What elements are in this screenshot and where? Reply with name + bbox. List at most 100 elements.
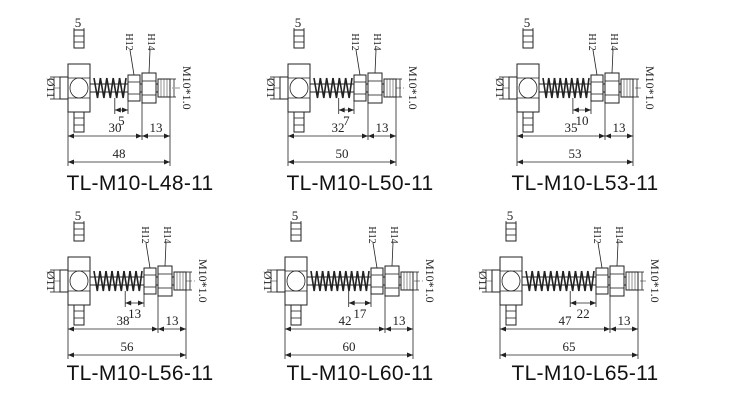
spring-coil xyxy=(338,77,347,99)
spring-coil xyxy=(129,270,137,292)
spring-coil xyxy=(310,270,318,292)
dia-label: Ø11 xyxy=(44,78,58,98)
end-cap xyxy=(279,76,289,100)
total-dim-arrow-left xyxy=(285,352,291,358)
thread-label: M10*1.0 xyxy=(423,259,437,303)
h14-nut xyxy=(609,265,625,297)
end-cap xyxy=(491,269,501,293)
spring-coil xyxy=(547,77,556,99)
model-label-l50: TL-M10-L50-11 xyxy=(286,172,434,195)
total-label: 65 xyxy=(563,339,576,354)
body-dim-arrow-left xyxy=(285,326,291,332)
h14-leader xyxy=(148,49,151,74)
spring-coil xyxy=(316,270,324,292)
hex-chamfer xyxy=(289,77,309,99)
gap-dim-arrow-right xyxy=(585,107,591,113)
nut-dim-arrow-right xyxy=(627,133,633,139)
body-dim-arrow-left xyxy=(288,133,294,139)
body-label: 42 xyxy=(339,313,352,328)
barb-top xyxy=(73,29,85,49)
spring-coil xyxy=(117,270,125,292)
total-dim-arrow-left xyxy=(68,159,74,165)
body-dim-arrow-left xyxy=(500,326,506,332)
spring-coil xyxy=(542,77,550,99)
spring-coil xyxy=(112,77,121,99)
body-dim-arrow-right xyxy=(152,326,158,332)
gap-label: 13 xyxy=(128,306,141,321)
body-label: 32 xyxy=(332,120,345,135)
h14-label: H14 xyxy=(371,33,382,50)
h12-label: H12 xyxy=(366,226,377,243)
spring-coil xyxy=(123,270,131,292)
gap-dim-arrow-right xyxy=(348,107,354,113)
spring-coil xyxy=(118,77,127,99)
spring-coil xyxy=(562,270,571,292)
h12-leader xyxy=(355,49,361,76)
nut-dim-arrow-left xyxy=(158,326,164,332)
gap-label: 7 xyxy=(343,113,350,128)
nut-label: 13 xyxy=(393,313,406,328)
body-dim-arrow-right xyxy=(379,326,385,332)
total-dim-arrow-left xyxy=(517,159,523,165)
h12-nut xyxy=(143,267,157,295)
h14-label: H14 xyxy=(145,33,156,50)
barb-bottom xyxy=(293,109,305,133)
spring-coil xyxy=(525,270,533,292)
nut-label: 13 xyxy=(376,120,389,135)
dia-label: Ø11 xyxy=(264,78,278,98)
nut-dim-arrow-right xyxy=(390,133,396,139)
spring-coil xyxy=(344,77,353,99)
spring-coil xyxy=(570,77,579,99)
spring-coil xyxy=(549,270,558,292)
nut-label: 13 xyxy=(166,313,179,328)
spring-coil xyxy=(356,270,364,292)
spring-coil xyxy=(99,270,107,292)
model-label-l53: TL-M10-L53-11 xyxy=(511,172,659,195)
h12-leader xyxy=(145,242,151,269)
gap-dim-arrow-left xyxy=(572,107,579,113)
hex-chamfer xyxy=(501,270,521,292)
h12-label: H12 xyxy=(586,33,597,50)
body-dim-arrow-right xyxy=(599,133,605,139)
barb-top xyxy=(293,29,305,49)
hex-body xyxy=(67,256,91,306)
body-dim-arrow-right xyxy=(604,326,610,332)
h14-label: H14 xyxy=(388,226,399,243)
total-dim-arrow-right xyxy=(390,159,396,165)
h12-leader xyxy=(129,49,135,76)
spring-coil xyxy=(325,77,334,99)
total-dim-arrow-left xyxy=(288,159,294,165)
h12-label: H12 xyxy=(139,226,150,243)
nut-dim-arrow-left xyxy=(385,326,391,332)
h12-label: H12 xyxy=(591,226,602,243)
model-label-l60: TL-M10-L60-11 xyxy=(286,362,434,385)
gap-label: 17 xyxy=(353,306,367,321)
total-dim-arrow-right xyxy=(407,352,413,358)
barb-top xyxy=(290,222,302,242)
total-label: 56 xyxy=(121,339,135,354)
hex-body xyxy=(499,256,523,306)
spring-coil xyxy=(587,270,595,292)
nut-dim-arrow-right xyxy=(407,326,413,332)
end-cap xyxy=(59,269,69,293)
h12-label: H12 xyxy=(123,33,134,50)
spring-coil xyxy=(543,270,552,292)
spring-coil xyxy=(135,270,143,292)
h14-leader xyxy=(164,242,167,267)
h14-leader xyxy=(616,242,619,267)
nut-dim-arrow-right xyxy=(632,326,638,332)
top-width-label: 5 xyxy=(75,15,82,30)
h12-nut xyxy=(127,74,141,102)
spring-coil xyxy=(580,270,589,292)
h12-leader xyxy=(597,242,603,269)
gap-dim-arrow-left xyxy=(125,300,132,306)
barb-bottom xyxy=(522,109,534,133)
